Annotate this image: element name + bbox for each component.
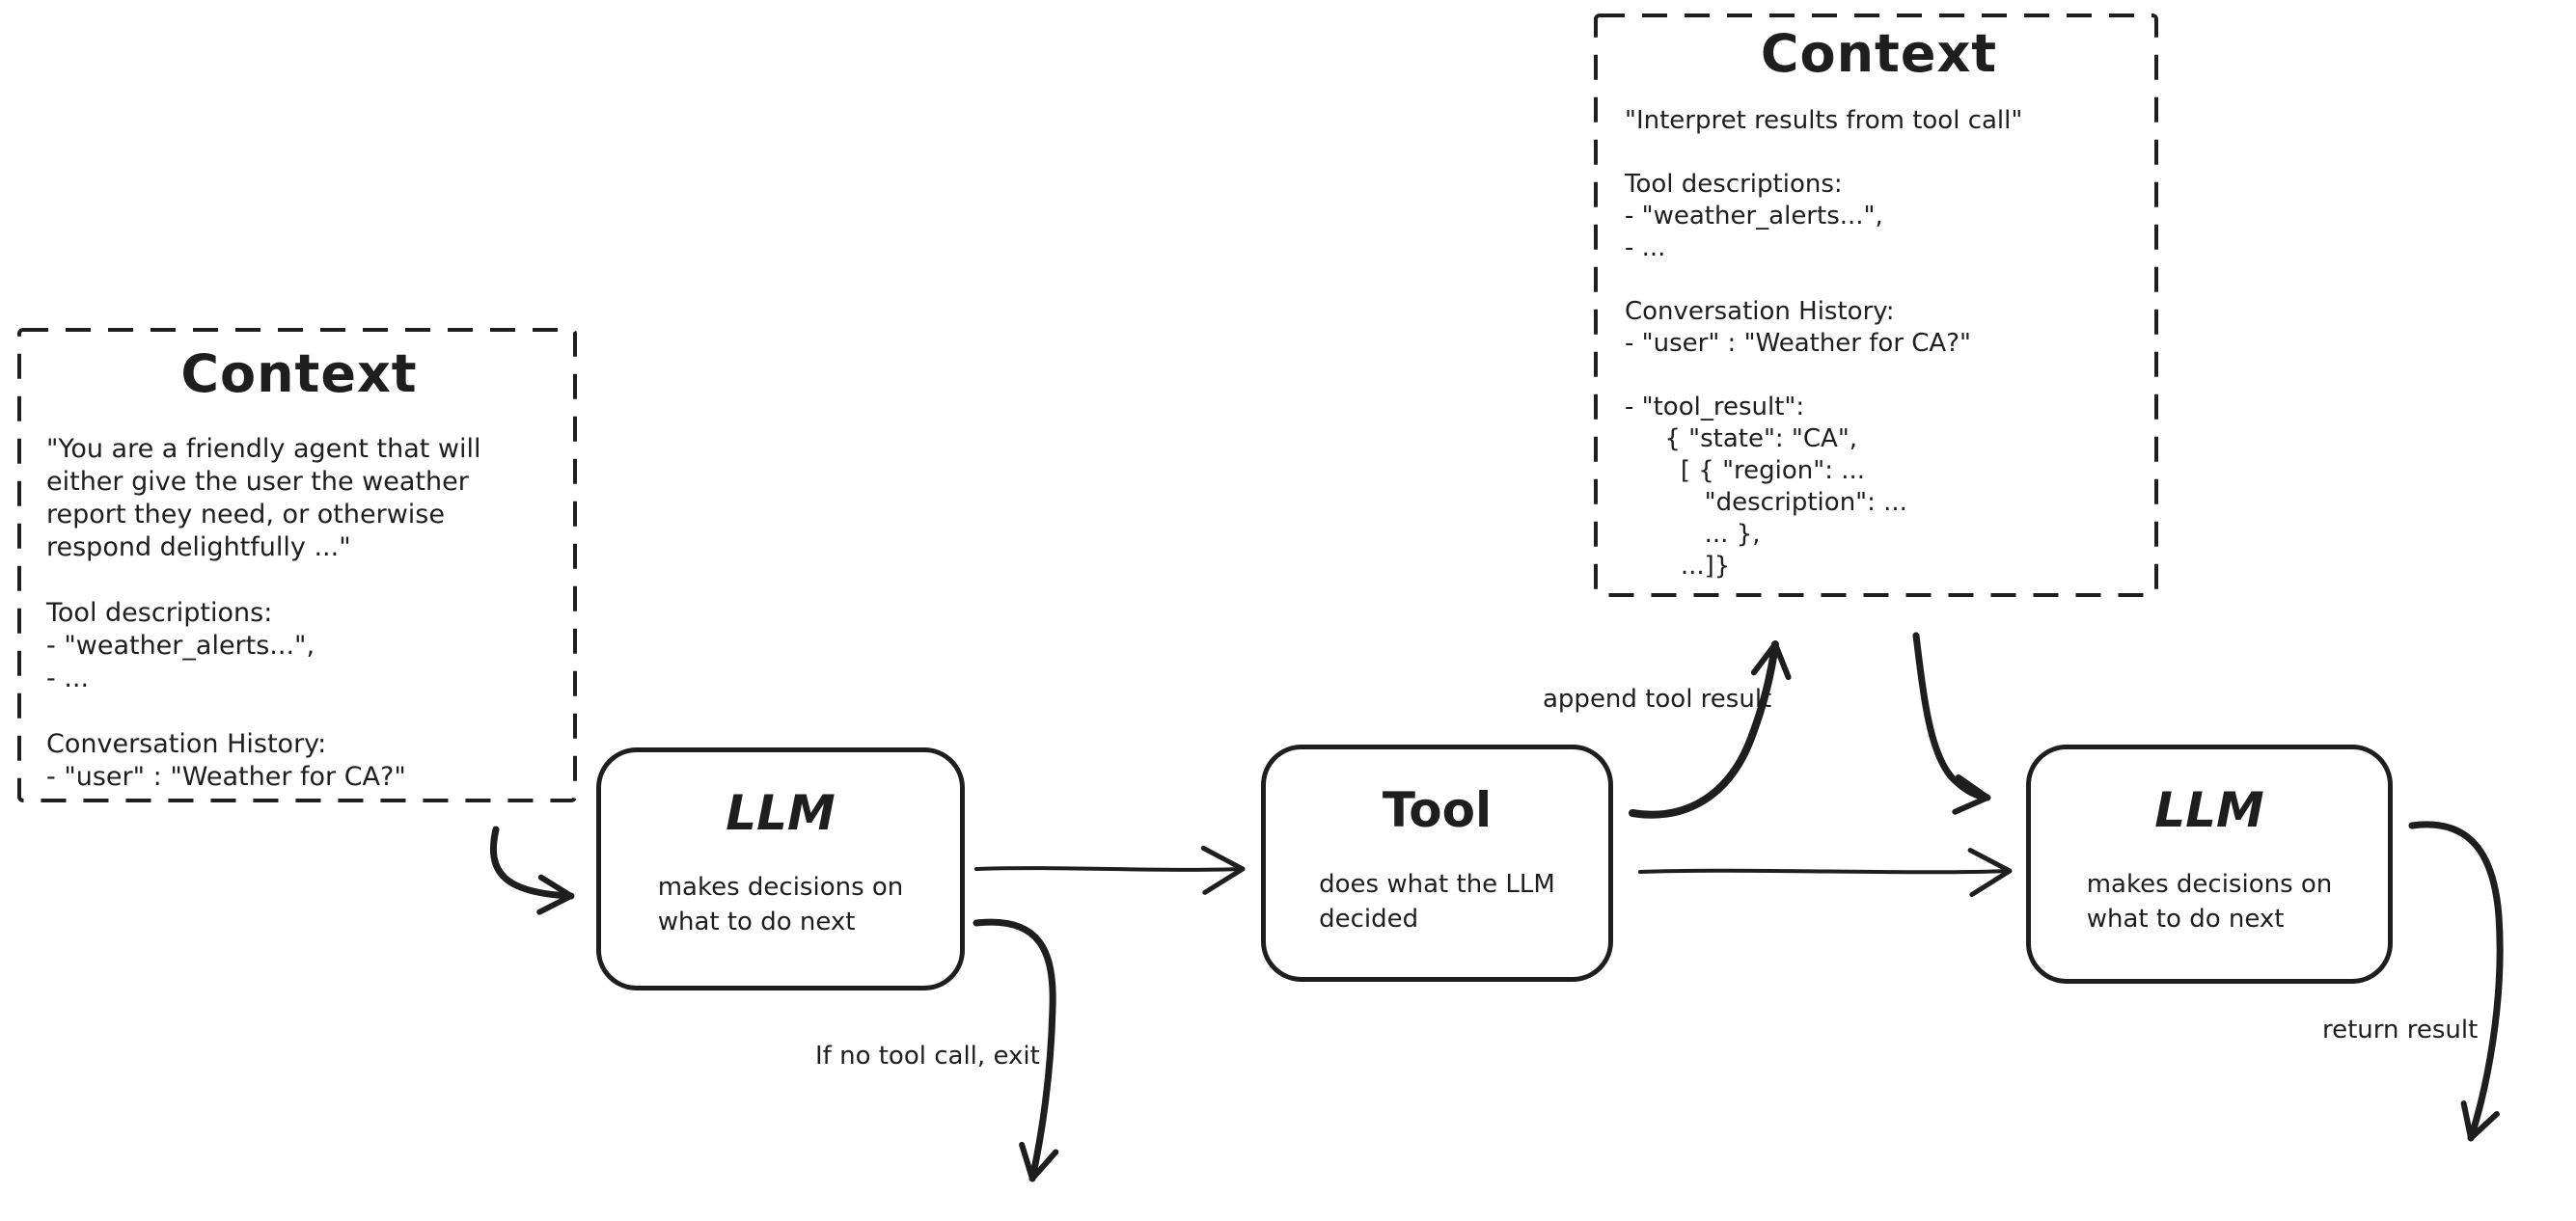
arrow-context-left-to-llm1 xyxy=(489,826,575,915)
context-line: - "weather_alerts...", xyxy=(46,631,315,661)
context-right-border xyxy=(1594,14,2158,597)
context-line: Tool descriptions: xyxy=(1625,170,1843,199)
edge-label-append-tool-result: append tool result xyxy=(1543,685,1772,714)
node-llm-2-subtitle: makes decisions on what to do next xyxy=(2086,870,2333,934)
context-line: Conversation History: xyxy=(1625,297,1895,326)
arrow-tool-to-llm2 xyxy=(1638,848,2013,898)
context-line xyxy=(1625,264,2133,296)
node-llm-2: LLM makes decisions on what to do next xyxy=(2026,745,2393,984)
context-right-body: "Interpret results from tool call" Tool … xyxy=(1625,105,2133,583)
context-left-box: Context "You are a friendly agent that w… xyxy=(17,328,577,802)
context-left-title: Context xyxy=(180,343,418,404)
node-llm-1-subtitle: makes decisions on what to do next xyxy=(657,873,904,936)
context-line xyxy=(46,695,552,728)
node-tool-subtitle: does what the LLM decided xyxy=(1319,870,1555,934)
context-line: - "tool_result": xyxy=(1625,393,1805,421)
context-line: report they need, or otherwise xyxy=(46,500,445,529)
context-line: "You are a friendly agent that will xyxy=(46,434,481,464)
context-right-box: Context "Interpret results from tool cal… xyxy=(1594,14,2158,597)
context-line: - "weather_alerts...", xyxy=(1625,202,1883,231)
context-line: either give the user the weather xyxy=(46,467,469,497)
context-line: { "state": "CA", xyxy=(1625,424,1858,453)
context-line xyxy=(46,564,552,597)
context-line: ... }, xyxy=(1625,520,1761,549)
arrow-llm2-return-result xyxy=(2408,821,2504,1142)
context-line: - ... xyxy=(1625,233,1666,262)
context-line xyxy=(1625,360,2133,392)
context-line: respond delightfully ..." xyxy=(46,532,351,562)
arrow-llm1-exit xyxy=(973,918,1059,1182)
context-line xyxy=(1625,137,2133,169)
context-left-border xyxy=(17,328,577,802)
node-llm-1: LLM makes decisions on what to do next xyxy=(596,747,965,990)
node-tool: Tool does what the LLM decided xyxy=(1261,745,1613,982)
context-line: Tool descriptions: xyxy=(46,598,273,628)
context-left-body: "You are a friendly agent that will eith… xyxy=(46,433,552,794)
context-line: "description": ... xyxy=(1625,488,1907,517)
arrow-llm1-to-tool xyxy=(974,845,1246,895)
node-llm-1-title: LLM xyxy=(726,785,836,841)
node-llm-2-title: LLM xyxy=(2154,782,2264,838)
arrow-context-right-to-llm2 xyxy=(1912,632,1991,815)
edge-label-return-result: return result xyxy=(2322,1016,2479,1045)
edge-label-if-no-tool-call-exit: If no tool call, exit xyxy=(815,1042,1040,1071)
context-line: "Interpret results from tool call" xyxy=(1625,106,2023,135)
context-line: ...]} xyxy=(1625,552,1731,581)
context-line: [ { "region": ... xyxy=(1625,456,1866,485)
node-tool-title: Tool xyxy=(1382,782,1493,838)
context-line: - ... xyxy=(46,664,90,693)
context-right-title: Context xyxy=(1760,23,1998,84)
context-line: Conversation History: xyxy=(46,729,327,759)
context-line: - "user" : "Weather for CA?" xyxy=(46,762,406,792)
arrow-tool-to-context-right xyxy=(1629,640,1792,819)
context-line: - "user" : "Weather for CA?" xyxy=(1625,329,1971,358)
